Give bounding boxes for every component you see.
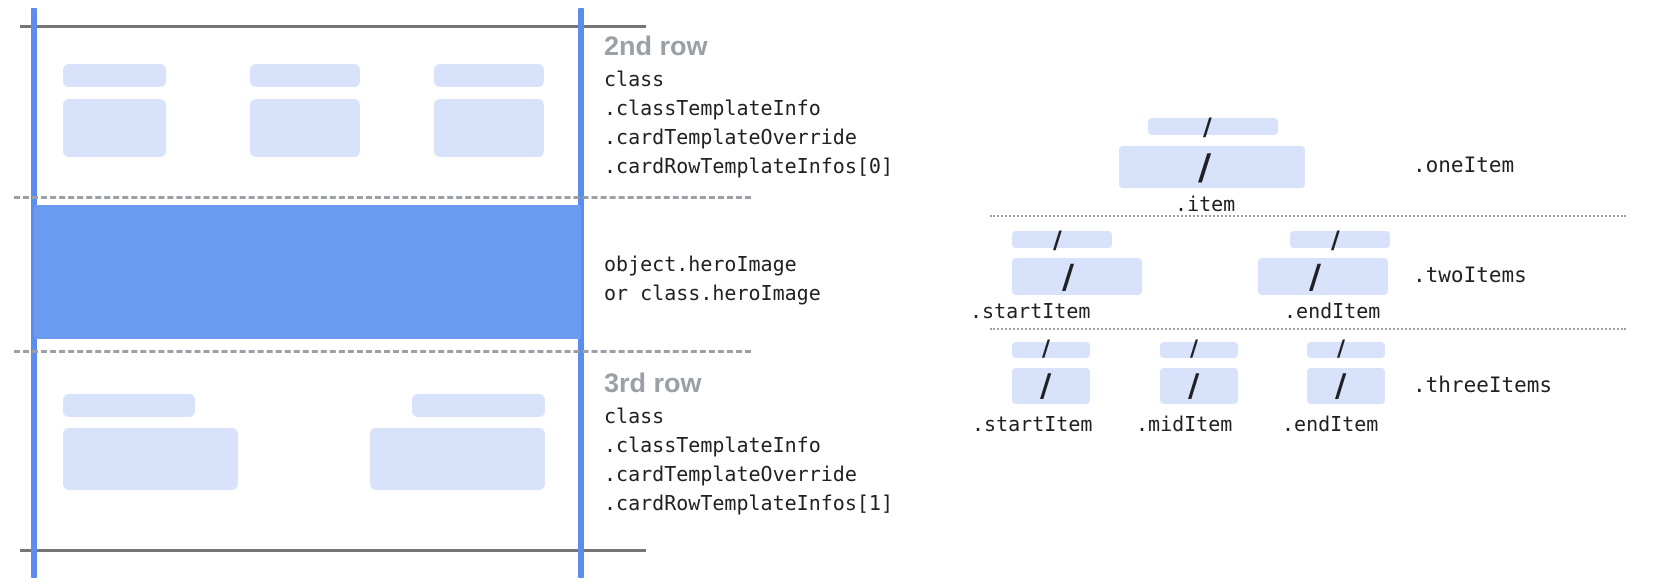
- hero-top-divider: [14, 196, 751, 199]
- second-row-title: 2nd row: [604, 31, 708, 61]
- second-row-cell-2-value: [250, 99, 360, 157]
- second-row-cell-1-label: [63, 64, 166, 87]
- two-items-end-caption: .endItem: [1284, 299, 1381, 323]
- second-row-code-line-1: .classTemplateInfo: [604, 96, 821, 120]
- three-items-group-label: .threeItems: [1413, 373, 1553, 397]
- three-items-start-value-bar: [1012, 368, 1090, 404]
- three-items-end-value-bar: [1307, 368, 1385, 404]
- three-items-mid-value-bar: [1160, 368, 1238, 404]
- item-slots-diagram: / / .item .oneItem / / .startItem / / .e…: [950, 0, 1676, 584]
- third-row-code-line-1: .classTemplateInfo: [604, 433, 821, 457]
- three-items-mid-label-slash: /: [1190, 337, 1199, 362]
- hero-image-band: [34, 205, 581, 339]
- two-items-end-label-slash: /: [1331, 226, 1340, 254]
- card-layout-diagram: [0, 0, 751, 584]
- card-bottom-rule: [20, 549, 646, 552]
- one-item-group-label: .oneItem: [1413, 153, 1515, 177]
- second-row-annotation: 2nd row class .classTemplateInfo .cardTe…: [604, 30, 893, 181]
- third-row-cell-2-label: [412, 394, 545, 417]
- third-row-code-line-0: class: [604, 404, 665, 428]
- three-items-start-caption: .startItem: [972, 412, 1093, 436]
- third-row-code-line-3: .cardRowTemplateInfos[1]: [604, 491, 893, 515]
- third-row-title: 3rd row: [604, 368, 702, 398]
- second-row-cell-3-label: [434, 64, 544, 87]
- hero-bottom-divider: [14, 350, 751, 353]
- three-items-mid-value-slash: /: [1188, 368, 1200, 404]
- two-items-start-caption: .startItem: [970, 299, 1091, 323]
- third-row-cell-1-label: [63, 394, 195, 417]
- two-items-start-label-slash: /: [1053, 226, 1062, 254]
- two-items-start-value-bar: [1012, 258, 1142, 295]
- one-item-value-bar: [1119, 146, 1305, 188]
- one-item-label-slash: /: [1203, 113, 1212, 141]
- two-items-end-value-slash: /: [1309, 257, 1322, 296]
- second-row-cell-1-value: [63, 99, 166, 157]
- hero-code-line-1: or class.heroImage: [604, 281, 821, 305]
- three-items-end-label-bar: [1307, 342, 1385, 358]
- one-item-caption: .item: [1175, 192, 1236, 216]
- third-row-cell-2-value: [370, 428, 545, 490]
- second-row-code-line-0: class: [604, 67, 665, 91]
- three-items-end-label-slash: /: [1337, 337, 1346, 362]
- three-items-mid-caption: .midItem: [1136, 412, 1233, 436]
- two-items-group-label: .twoItems: [1413, 263, 1527, 287]
- two-items-end-value-bar: [1258, 258, 1388, 295]
- second-row-code-line-2: .cardTemplateOverride: [604, 125, 857, 149]
- three-items-end-value-slash: /: [1335, 368, 1347, 404]
- second-row-cell-3-value: [434, 99, 544, 157]
- one-item-label-bar: [1148, 118, 1278, 135]
- three-items-start-label-bar: [1012, 342, 1090, 358]
- third-row-annotation: 3rd row class .classTemplateInfo .cardTe…: [604, 367, 893, 518]
- hero-annotation: object.heroImage or class.heroImage: [604, 250, 821, 308]
- three-items-start-label-slash: /: [1042, 337, 1051, 362]
- second-row-cell-2-label: [250, 64, 360, 87]
- three-items-mid-label-bar: [1160, 342, 1238, 358]
- third-row-cell-1-value: [63, 428, 238, 490]
- one-two-separator: [990, 215, 1626, 217]
- two-items-start-label-bar: [1012, 231, 1112, 248]
- three-items-end-caption: .endItem: [1282, 412, 1379, 436]
- two-three-separator: [990, 328, 1626, 330]
- hero-code-line-0: object.heroImage: [604, 252, 797, 276]
- two-items-end-label-bar: [1290, 231, 1390, 248]
- two-items-start-value-slash: /: [1062, 257, 1075, 296]
- card-right-guide: [578, 8, 584, 578]
- three-items-start-value-slash: /: [1040, 368, 1052, 404]
- third-row-code-line-2: .cardTemplateOverride: [604, 462, 857, 486]
- second-row-code-line-3: .cardRowTemplateInfos[0]: [604, 154, 893, 178]
- card-top-rule: [20, 25, 646, 28]
- one-item-value-slash: /: [1198, 147, 1212, 188]
